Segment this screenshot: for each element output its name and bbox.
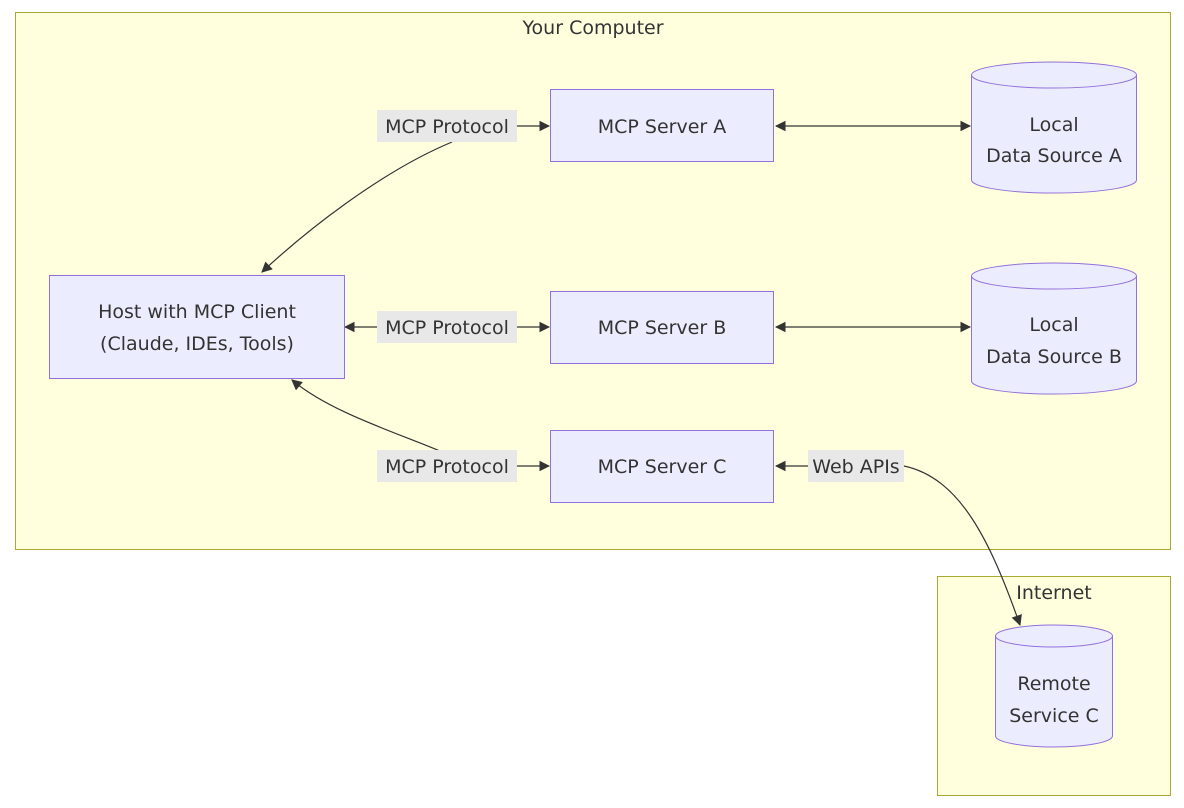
node-remote-service-c-line2: Service C (1009, 705, 1099, 727)
edge-server-c-to-remote (774, 460, 1022, 627)
node-server-b-label: MCP Server B (598, 317, 727, 339)
edge-host-to-server-c (291, 379, 551, 472)
edge-label-host-b-text: MCP Protocol (385, 317, 509, 339)
cluster-internet-title: Internet (1016, 582, 1091, 604)
edge-label-host-a-text: MCP Protocol (385, 116, 509, 138)
node-server-c-label: MCP Server C (598, 456, 727, 478)
edge-label-host-c-text: MCP Protocol (385, 456, 509, 478)
edge-label-host-c: MCP Protocol (377, 450, 517, 482)
node-data-source-b-line1: Local (1029, 314, 1078, 336)
node-remote-service-c-line1: Remote (1017, 673, 1090, 695)
node-host-line2: (Claude, IDEs, Tools) (100, 333, 294, 355)
edge-label-host-b: MCP Protocol (377, 311, 517, 343)
node-remote-service-c[interactable]: Remote Service C (995, 624, 1113, 748)
cluster-your-computer-title: Your Computer (521, 17, 663, 39)
edge-label-web-apis-text: Web APIs (812, 456, 899, 478)
node-host[interactable]: Host with MCP Client (Claude, IDEs, Tool… (49, 275, 345, 379)
node-server-c[interactable]: MCP Server C (550, 430, 774, 503)
cluster-internet: Internet (937, 576, 1171, 796)
node-server-a[interactable]: MCP Server A (550, 89, 774, 162)
node-data-source-a-line2: Data Source A (986, 145, 1122, 167)
node-data-source-a[interactable]: Local Data Source A (971, 61, 1137, 194)
edge-label-web-apis: Web APIs (808, 450, 904, 482)
edge-host-to-server-a (261, 120, 551, 273)
node-data-source-b[interactable]: Local Data Source B (971, 262, 1137, 395)
node-host-line1: Host with MCP Client (98, 301, 296, 323)
node-data-source-b-line2: Data Source B (986, 346, 1122, 368)
edge-label-host-a: MCP Protocol (377, 110, 517, 142)
node-server-b[interactable]: MCP Server B (550, 291, 774, 364)
node-data-source-a-line1: Local (1029, 114, 1078, 136)
node-server-a-label: MCP Server A (598, 116, 727, 138)
